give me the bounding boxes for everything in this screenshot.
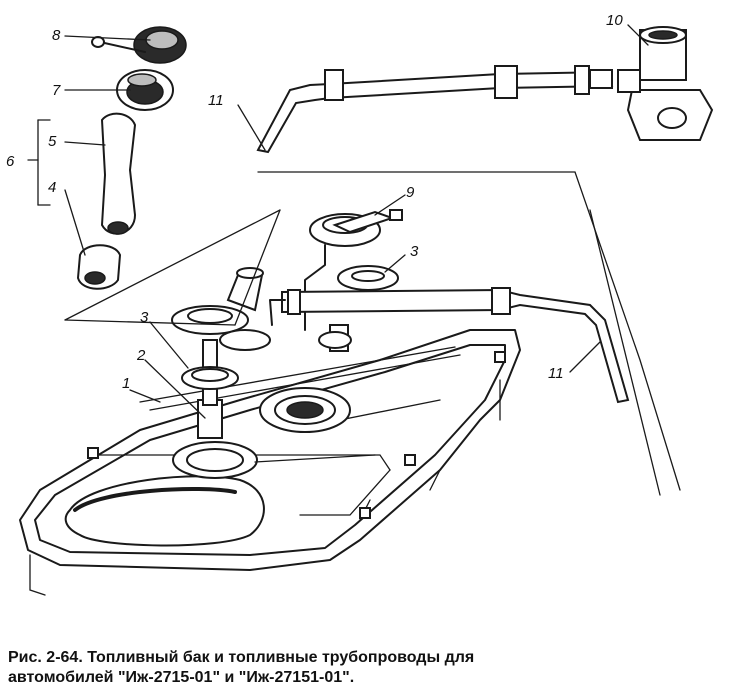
filler-cap xyxy=(91,26,187,64)
label-11-right: 11 xyxy=(548,365,564,382)
label-1: 1 xyxy=(122,375,130,392)
label-4: 4 xyxy=(48,179,56,196)
label-3-left: 3 xyxy=(140,309,149,326)
label-9: 9 xyxy=(406,184,415,201)
leader-lines xyxy=(64,24,649,419)
fuel-pump xyxy=(617,26,714,141)
label-2: 2 xyxy=(136,347,146,364)
upper-fuel-pipe xyxy=(256,65,614,154)
fuel-tank xyxy=(19,329,521,596)
label-10: 10 xyxy=(606,12,623,29)
label-5: 5 xyxy=(48,133,57,150)
lower-fuel-pipe xyxy=(269,287,630,404)
label-11-top: 11 xyxy=(208,92,224,109)
filler-cap-gasket xyxy=(116,69,174,111)
label-8: 8 xyxy=(52,27,61,44)
tank-sender-opening xyxy=(172,441,376,479)
label-3-right: 3 xyxy=(410,243,419,260)
label-6: 6 xyxy=(6,153,15,170)
caption-line-1: Рис. 2-64. Топливный бак и топливные тру… xyxy=(8,649,475,666)
exploded-view-lines xyxy=(27,119,681,496)
tank-filler-flange xyxy=(259,387,351,433)
callout-labels: 1 2 3 3 4 5 6 7 8 9 10 11 11 xyxy=(6,12,623,392)
label-7: 7 xyxy=(52,82,61,99)
fuel-system-diagram: 1 2 3 3 4 5 6 7 8 9 10 11 11 xyxy=(6,12,714,596)
fuel-gauge-sender xyxy=(171,267,271,439)
figure-caption: Рис. 2-64. Топливный бак и топливные тру… xyxy=(8,648,732,688)
caption-line-2: автомобилей "Иж-2715-01" и "Иж-27151-01"… xyxy=(8,669,355,686)
filler-hose-group xyxy=(76,112,137,290)
